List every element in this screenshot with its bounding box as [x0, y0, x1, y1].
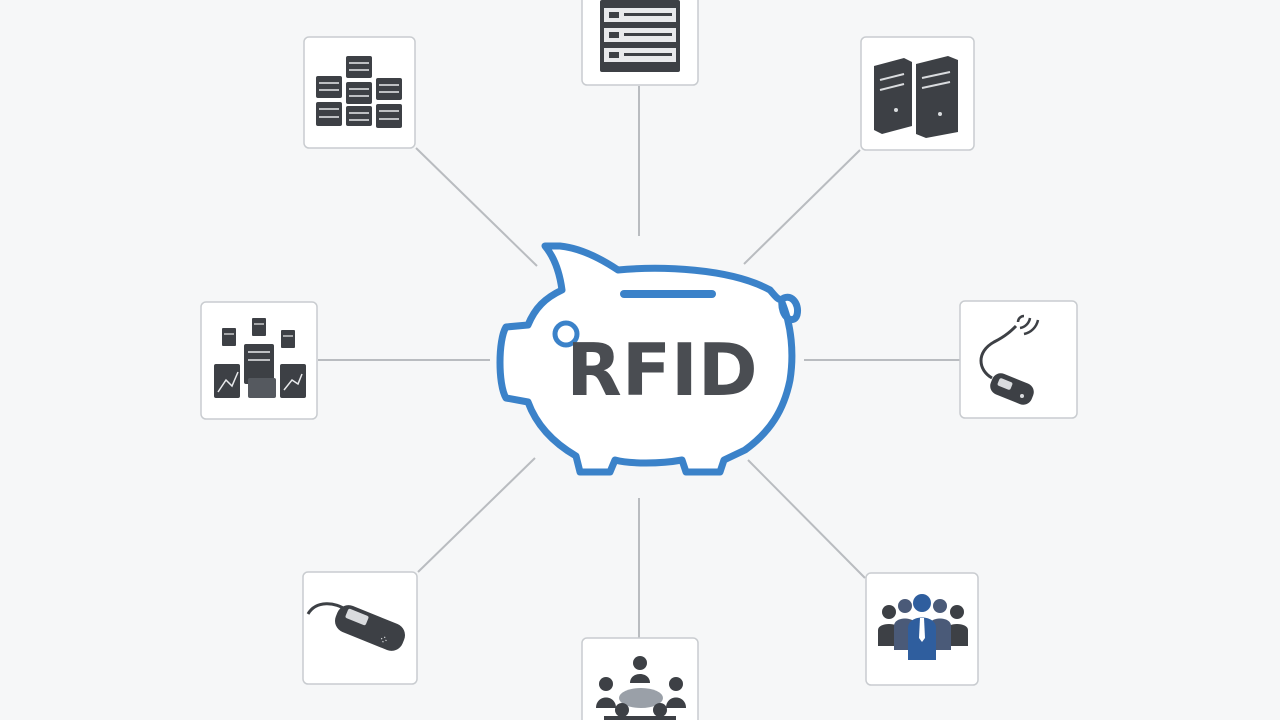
ledger-list-icon: [600, 0, 680, 72]
connector-bottom-left: [417, 457, 536, 573]
node-top-right: [860, 36, 975, 151]
rfid-piggy-bank: RFID: [496, 242, 802, 476]
piggy-bank-icon: [496, 242, 802, 476]
piggy-eye-icon: [552, 320, 580, 348]
connector-lines: [318, 86, 960, 638]
node-left: [200, 301, 318, 420]
svg-text:⁘: ⁘: [376, 632, 391, 649]
center-label: RFID: [566, 328, 757, 412]
node-bottom-right: [865, 572, 979, 686]
connector-bottom-right: [747, 459, 866, 579]
node-bottom-left: ⁘: [302, 571, 418, 685]
node-bottom: [581, 637, 699, 720]
connector-top-right: [743, 149, 861, 265]
node-top: [581, 0, 699, 86]
node-card: [959, 300, 1078, 419]
handheld-scanner-icon: ⁘: [306, 602, 406, 651]
document-cluster-icon: [214, 318, 306, 398]
file-grid-icon: [316, 56, 402, 128]
node-right: [959, 300, 1078, 419]
team-people-icon: [878, 594, 968, 660]
node-top-left: [303, 36, 416, 149]
rfid-reader-icon: [979, 314, 1040, 405]
server-towers-icon: [874, 56, 958, 138]
connector-top-left: [415, 147, 538, 267]
meeting-table-icon: [596, 656, 686, 720]
